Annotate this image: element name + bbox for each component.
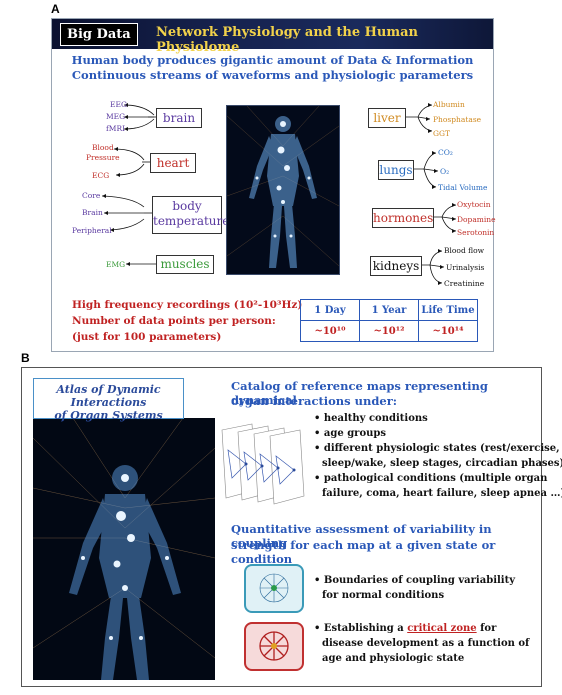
organ-lungs: lungs bbox=[378, 160, 414, 180]
organ-brain: brain bbox=[156, 108, 202, 128]
human-body-network-image bbox=[226, 105, 340, 275]
organ-liver: liver bbox=[368, 108, 406, 128]
body-temp-line-2: temperature bbox=[153, 214, 230, 228]
condition-4-cont: failure, coma, heart failure, sleep apne… bbox=[322, 488, 562, 499]
signal-oxytocin: Oxytocin bbox=[457, 200, 491, 209]
signal-fmri: fMRI bbox=[106, 124, 126, 133]
critical-zone-link: critical zone bbox=[407, 623, 477, 634]
condition-3-cont: sleep/wake, sleep stages, circadian phas… bbox=[322, 458, 562, 469]
signal-brain-temp: Brain bbox=[82, 208, 103, 217]
signal-blood: Blood bbox=[92, 143, 114, 152]
panel-b-letter: B bbox=[21, 351, 30, 365]
critical-line-2: disease development as a function of bbox=[322, 638, 530, 649]
signal-tidal-volume: Tidal Volume bbox=[438, 183, 488, 192]
banner-title: Network Physiology and the Human Physiol… bbox=[156, 25, 418, 55]
panel-a: Big Data Network Physiology and the Huma… bbox=[51, 18, 496, 352]
signal-phosphatase: Phosphatase bbox=[433, 115, 482, 124]
panel-a-letter: A bbox=[51, 2, 60, 16]
critical-coupling-map bbox=[244, 622, 304, 671]
signal-co2: CO₂ bbox=[438, 148, 453, 157]
intro-line-2: Continuous streams of waveforms and phys… bbox=[71, 68, 474, 82]
panel-a-banner: Big Data Network Physiology and the Huma… bbox=[52, 19, 493, 55]
normal-coupling-map bbox=[244, 564, 304, 613]
signal-peripheral: Peripheral bbox=[72, 226, 112, 235]
signal-pressure: Pressure bbox=[86, 153, 120, 162]
signal-creatinine: Creatinine bbox=[444, 279, 485, 288]
critical-line-3: age and physiologic state bbox=[322, 653, 465, 664]
condition-3: • different physiologic states (rest/exe… bbox=[314, 443, 560, 454]
organ-hormones: hormones bbox=[372, 208, 434, 228]
panel-b: Atlas of Dynamic Interactions of Organ S… bbox=[21, 367, 562, 687]
signal-ecg: ECG bbox=[92, 171, 110, 180]
catalog-line-2: organ interactions under: bbox=[231, 394, 398, 408]
table-header-lifetime: Life Time bbox=[418, 299, 478, 321]
signal-dopamine: Dopamine bbox=[457, 215, 496, 224]
atlas-line-2: of Organ Systems bbox=[54, 409, 163, 422]
condition-2: • age groups bbox=[314, 428, 387, 439]
reference-maps-stack bbox=[221, 423, 305, 505]
signal-urinalysis: Urinalysis bbox=[446, 263, 485, 272]
condition-1: • healthy conditions bbox=[314, 413, 428, 424]
critical-line-1: • Establishing a critical zone for bbox=[314, 623, 496, 634]
organ-muscles: muscles bbox=[156, 255, 214, 274]
quant-line-1: Quantitative assessment of variability i… bbox=[231, 522, 492, 550]
table-header-year: 1 Year bbox=[359, 299, 419, 321]
human-body-network-image-b bbox=[33, 418, 215, 680]
quant-line-2: strength for each map at a given state o… bbox=[231, 538, 496, 566]
intro-line-1: Human body produces gigantic amount of D… bbox=[71, 53, 474, 67]
table-value-lifetime: ~10¹⁴ bbox=[418, 320, 478, 342]
signal-meg: MEG bbox=[106, 112, 126, 121]
atlas-line-1: Atlas of Dynamic Interactions bbox=[56, 383, 161, 409]
normal-line-1: • Boundaries of coupling variability bbox=[314, 575, 516, 586]
data-points-table: 1 Day 1 Year Life Time ~10¹⁰ ~10¹² ~10¹⁴ bbox=[300, 299, 478, 342]
table-value-day: ~10¹⁰ bbox=[300, 320, 360, 342]
signal-o2: O₂ bbox=[440, 167, 450, 176]
table-header-row: 1 Day 1 Year Life Time bbox=[300, 299, 478, 321]
recording-line-3: (just for 100 parameters) bbox=[72, 331, 222, 343]
signal-ggt: GGT bbox=[433, 129, 450, 138]
signal-albumin: Albumin bbox=[433, 100, 465, 109]
table-value-row: ~10¹⁰ ~10¹² ~10¹⁴ bbox=[300, 320, 478, 342]
signal-serotonin: Serotonin bbox=[457, 228, 495, 237]
atlas-title-box: Atlas of Dynamic Interactions of Organ S… bbox=[33, 378, 184, 422]
signal-core: Core bbox=[82, 191, 101, 200]
table-value-year: ~10¹² bbox=[359, 320, 419, 342]
recording-line-1: High frequency recordings (10²-10³Hz) bbox=[72, 299, 303, 311]
signal-blood-flow: Blood flow bbox=[444, 246, 485, 255]
body-temp-line-1: body bbox=[172, 199, 202, 213]
connector-lines bbox=[101, 103, 457, 285]
recording-line-2: Number of data points per person: bbox=[72, 315, 276, 327]
catalog-line-1: Catalog of reference maps representing d… bbox=[231, 379, 488, 407]
critical-suffix: for bbox=[476, 623, 497, 634]
organ-body-temperature: body temperature bbox=[152, 196, 230, 234]
big-data-label: Big Data bbox=[60, 23, 138, 46]
condition-4: • pathological conditions (multiple orga… bbox=[314, 473, 548, 484]
signal-eeg: EEG bbox=[110, 100, 127, 109]
organ-kidneys: kidneys bbox=[370, 256, 422, 276]
table-header-day: 1 Day bbox=[300, 299, 360, 321]
critical-prefix: • Establishing a bbox=[314, 623, 408, 634]
normal-line-2: for normal conditions bbox=[322, 590, 445, 601]
organ-heart: heart bbox=[150, 153, 196, 173]
signal-emg: EMG bbox=[106, 260, 126, 269]
